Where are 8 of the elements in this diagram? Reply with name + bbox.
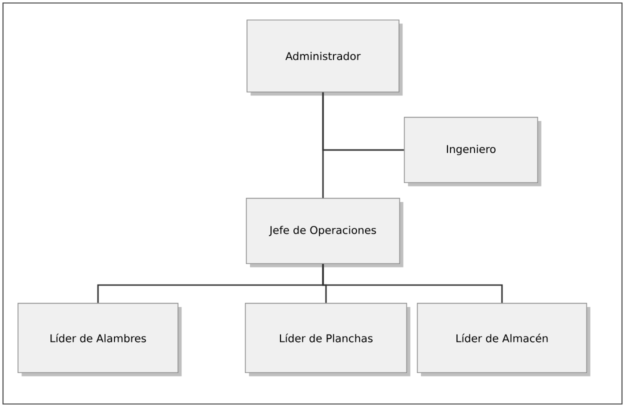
org-box: Líder de Almacén: [416, 302, 590, 376]
org-box: Líder de Planchas: [244, 302, 410, 376]
org-box: Líder de Alambres: [18, 302, 182, 376]
connector-line: [322, 92, 404, 151]
org-box: Administrador: [246, 20, 403, 96]
org-box: Jefe de Operaciones: [246, 198, 404, 268]
connector-line: [322, 264, 503, 303]
org-box: Ingeniero: [404, 116, 542, 186]
